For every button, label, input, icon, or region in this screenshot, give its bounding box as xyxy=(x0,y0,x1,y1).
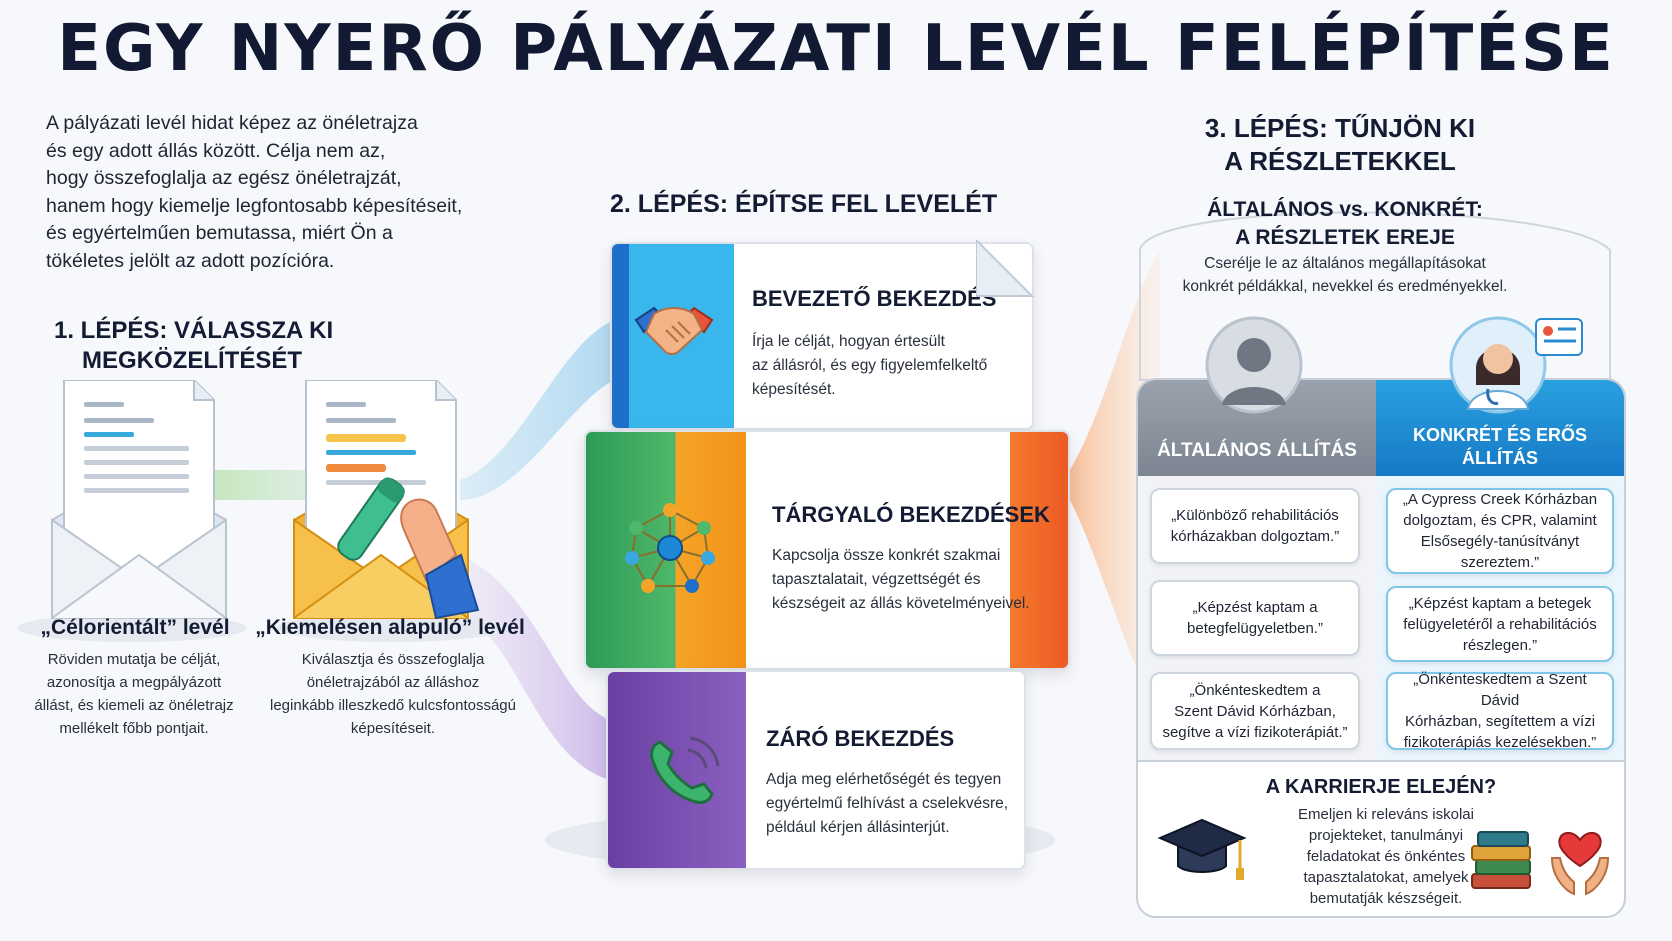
intro-text: A pályázati levél hidat képez az önéletr… xyxy=(46,112,463,272)
body-block-right-edge xyxy=(1010,432,1068,668)
highlight-letter-title: „Kiemelésen alapuló” levél xyxy=(255,616,525,639)
opening-paragraph-block: BEVEZETŐ BEKEZDÉS Írja le célját, hogyan… xyxy=(610,240,1035,430)
step3-subheading: ÁLTALÁNOS vs. KONKRÉT: A RÉSZLETEK EREJE xyxy=(1207,198,1483,249)
books-and-heart-hands-icon xyxy=(1471,831,1610,896)
page-title: EGY NYERŐ PÁLYÁZATI LEVÉL FELÉPÍTÉSE xyxy=(57,12,1615,86)
career-start-title: A KARRIERJE ELEJÉN? xyxy=(1265,776,1497,798)
body-paragraphs-block: TÁRGYALÓ BEKEZDÉSEK Kapcsolja össze konk… xyxy=(584,430,1070,670)
network-icon xyxy=(625,503,715,593)
opening-paragraph-title: BEVEZETŐ BEKEZDÉS xyxy=(752,286,997,311)
goal-letter-title: „Célorientált” levél xyxy=(40,616,230,639)
handshake-icon xyxy=(634,306,714,356)
nurse-avatar-icon xyxy=(1449,316,1583,414)
goal-letter-envelope-icon xyxy=(51,380,227,619)
body-paragraphs-title: TÁRGYALÓ BEKEZDÉSEK xyxy=(772,502,1050,527)
step1-heading: 1. LÉPÉS: VÁLASSZA KI MEGKÖZELÍTÉSÉT xyxy=(54,317,334,374)
closing-paragraph-block: ZÁRÓ BEKEZDÉS Adja meg elérhetőségét és … xyxy=(606,670,1026,870)
goal-letter-description: Röviden mutatja be célját,azonosítja a m… xyxy=(34,651,234,737)
step3-heading: 3. LÉPÉS: TŰNJÖN KI A RÉSZLETEKKEL xyxy=(1204,113,1476,176)
page-fold-corner xyxy=(976,240,1035,297)
graduation-cap-icon xyxy=(1157,818,1247,880)
step3-description: Cserélje le az általános megállapításoka… xyxy=(1182,255,1508,295)
body-paragraphs-body: Kapcsolja össze konkrét szakmai tapaszta… xyxy=(772,547,1030,612)
step2-heading: 2. LÉPÉS: ÉPÍTSE FEL LEVELÉT xyxy=(610,190,998,218)
highlight-letter-envelope-icon xyxy=(293,380,480,620)
phone-icon xyxy=(650,736,720,804)
generic-person-avatar-icon xyxy=(1205,316,1303,414)
general-claim-header: ÁLTALÁNOS ÁLLÍTÁS xyxy=(1138,380,1376,476)
closing-paragraph-body: Adja meg elérhetőségét és tegyen egyérte… xyxy=(766,771,1009,836)
panel-divider xyxy=(1138,760,1624,762)
closing-paragraph-title: ZÁRÓ BEKEZDÉS xyxy=(766,726,955,751)
opening-paragraph-body: Írja le célját, hogyan értesült az állás… xyxy=(752,333,988,398)
comparison-panel: ÁLTALÁNOS ÁLLÍTÁS KONKRÉT ÉS ERŐS ÁLLÍTÁ… xyxy=(1136,378,1626,918)
